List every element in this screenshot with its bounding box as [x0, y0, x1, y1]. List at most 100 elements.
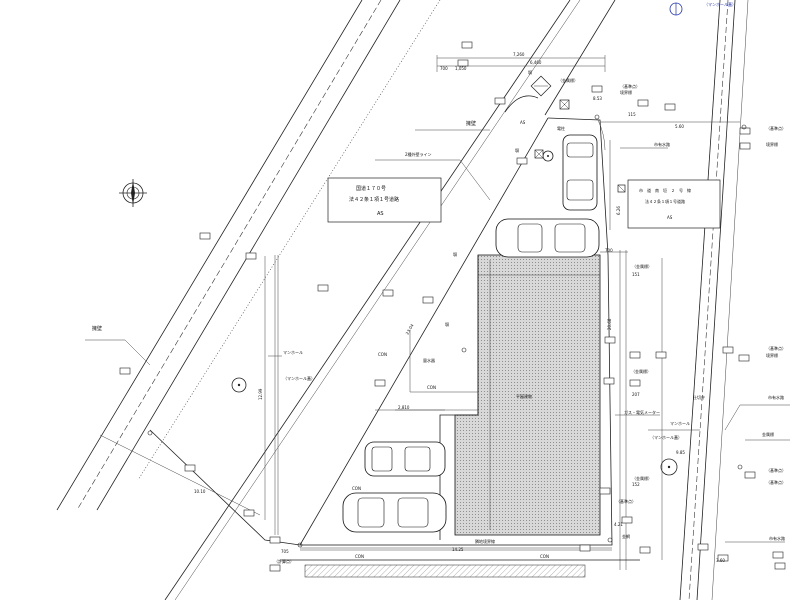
- manhole-right: [660, 458, 678, 476]
- tag-box: [772, 551, 784, 559]
- dimension-texts: 7,260 6,460 700 1,050 5.60 115 700 151 2…: [194, 52, 725, 563]
- dev-road-line2: 法４２条１項１号道路: [645, 198, 685, 204]
- dim-top-b: 1,050: [455, 66, 467, 71]
- building-label: 平屋建物: [516, 393, 532, 399]
- tag-box: [119, 367, 131, 375]
- national-road-box: 国道１７０号 法４２条１項１号道路 AS: [327, 177, 442, 223]
- survey-pt-2: （基準点）: [766, 125, 786, 131]
- dim-diag-2: 23.04: [405, 323, 415, 336]
- dim-right-c: 700: [605, 248, 613, 253]
- tag-box: [579, 544, 591, 552]
- car-top: [562, 134, 598, 211]
- tag-box: [637, 99, 649, 107]
- tag-box: [722, 346, 734, 354]
- dim-right-d: 151: [632, 272, 640, 277]
- con-label-4: CON: [540, 554, 549, 559]
- dim-top-total: 7,260: [513, 52, 525, 57]
- dim-top-a: 700: [440, 66, 448, 71]
- interior-lines: [375, 330, 478, 411]
- fence-label-3: 塀: [528, 69, 532, 75]
- tag-box: [629, 379, 641, 387]
- site-boundary: [149, 117, 627, 570]
- survey-pt-6: （基準点）: [616, 498, 636, 504]
- dim-right-top: 5.60: [675, 124, 684, 129]
- dim-left-h: 12.99: [258, 388, 263, 400]
- stake-right-label-3: （金属標）: [632, 475, 652, 481]
- tag-box: [739, 142, 751, 150]
- manhole-left-sub: （マンホール蓋）: [283, 375, 315, 381]
- tag-box: [629, 351, 641, 359]
- car-bottom: [342, 492, 447, 533]
- stake-top-label: （金属標）: [558, 77, 578, 83]
- tag-box: [744, 471, 756, 479]
- tag-box: [621, 516, 633, 524]
- dev-road-line1: 市 道 南 垣 ２ 号 線: [639, 187, 691, 193]
- tag-box: [599, 487, 611, 495]
- plan-labels: 擁壁 擁壁 2種外壁ライン AS 電柱 市有水路 マンホール （マンホール蓋） …: [92, 69, 786, 564]
- tag-box: [494, 97, 506, 105]
- tag-box: [317, 284, 329, 292]
- survey-pt-5: （基準点）: [766, 479, 786, 485]
- tag-box: [422, 296, 434, 304]
- tag-box: [603, 377, 615, 385]
- leader-lines: [85, 129, 790, 543]
- pole-circle: [542, 150, 554, 162]
- corner-arc: [504, 95, 539, 113]
- manhole-left-label: マンホール: [283, 350, 303, 355]
- survey-pt-4: （基準点）: [766, 467, 786, 473]
- tag-box: [382, 289, 394, 297]
- tag-box: [516, 157, 528, 165]
- tag-box: [697, 543, 709, 551]
- tag-box: [243, 509, 255, 517]
- tag-box: [461, 41, 473, 49]
- boundary-markers: [147, 114, 747, 548]
- fence-label-4: 塀: [515, 147, 519, 153]
- corner-marker-top: [530, 75, 626, 193]
- car-middle: [364, 441, 446, 477]
- tag-box: [738, 354, 750, 362]
- manhole-right-label: マンホール: [670, 421, 690, 426]
- dim-top-mid: 6,460: [530, 60, 542, 65]
- kind-3: 境界標: [766, 352, 778, 358]
- tag-box: [374, 379, 386, 387]
- stake-right-label: （金属標）: [632, 263, 652, 269]
- survey-pt-3: （基準点）: [766, 345, 786, 351]
- bottom-gutter: [280, 559, 640, 578]
- road-box-line3: AS: [377, 211, 384, 217]
- tag-box: [664, 103, 676, 111]
- zoning-line-label: 2種外壁ライン: [405, 151, 432, 157]
- manhole-left: [231, 377, 247, 393]
- kind-1: 境界標: [620, 89, 632, 95]
- tag-box: [774, 562, 786, 570]
- pole-label: 電柱: [557, 125, 565, 131]
- dim-left-v: 20.68: [607, 318, 612, 330]
- dim-small-2: 3.60: [716, 558, 725, 563]
- municipal-road-lines: [544, 0, 749, 600]
- gas-label: 仕切弁: [693, 394, 705, 400]
- as-label: AS: [520, 120, 526, 125]
- dev-road-line3: AS: [667, 215, 673, 220]
- blue-north-mark: （マンホール蓋）: [669, 1, 736, 16]
- gutter-label: 市有水路: [768, 394, 784, 400]
- dim-small-5: 4.21: [614, 522, 623, 527]
- dim-small-3: 8.53: [593, 96, 602, 101]
- tag-box: [717, 554, 729, 562]
- drain-circle: [461, 347, 467, 353]
- kind-2: 境界標: [766, 141, 778, 147]
- manhole-right-sub: （マンホール蓋）: [650, 434, 682, 440]
- tag-box: [591, 85, 603, 93]
- stake-right-label-2: （金属標）: [631, 368, 651, 374]
- tag-box: [604, 336, 616, 344]
- municipal-road-label: 市有水路: [654, 141, 670, 147]
- fence-label-2: 塀: [453, 251, 457, 257]
- tag-box: [457, 59, 469, 67]
- road-box-line2: 法４２条１項１号道路: [349, 196, 399, 203]
- boundary-bottom-label: 隣地境界線: [475, 538, 495, 544]
- car-upper-right: [495, 218, 600, 258]
- tag-box: [739, 127, 751, 135]
- tag-box: [655, 351, 667, 359]
- dim-right-g: 9.85: [676, 450, 685, 455]
- tag-box: [245, 252, 257, 260]
- dim-bottom: 14.25: [452, 547, 464, 552]
